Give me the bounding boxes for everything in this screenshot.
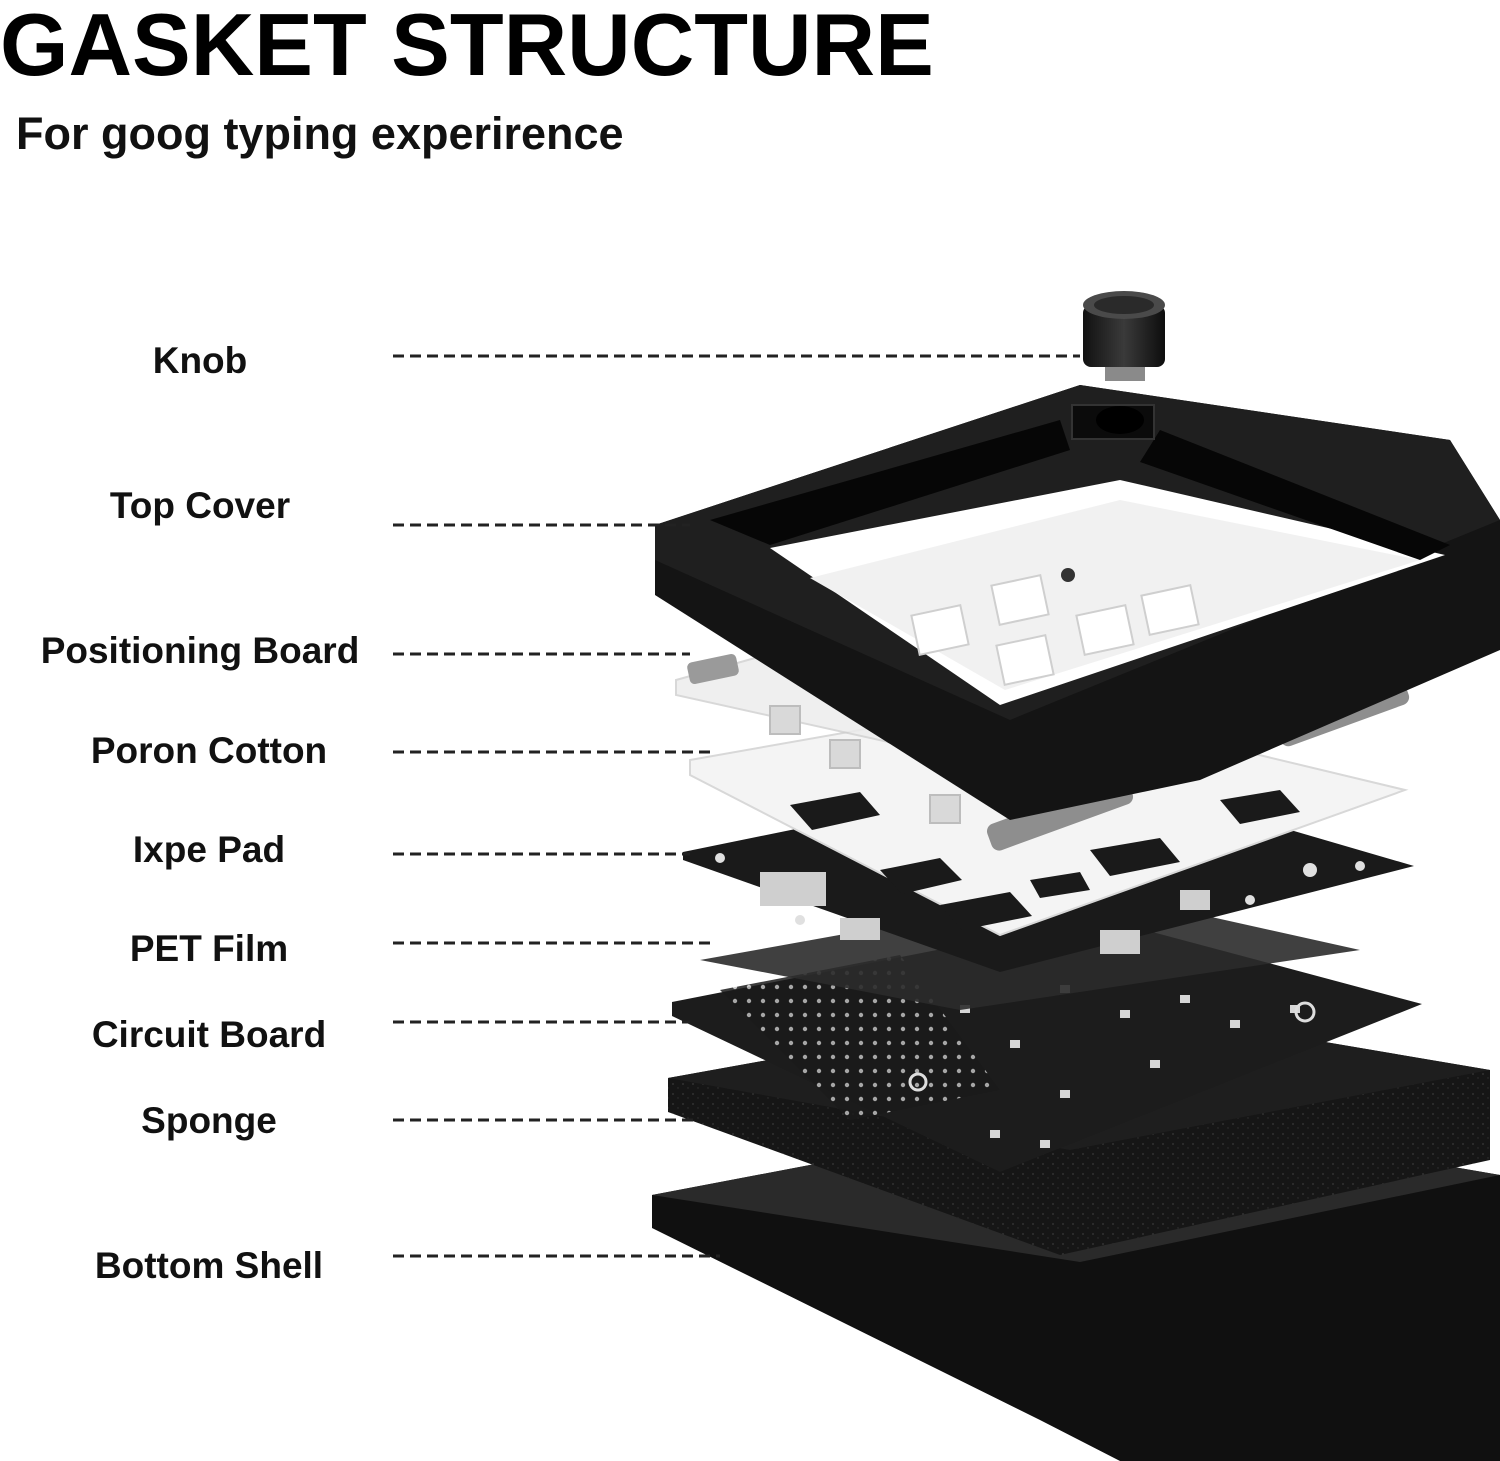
diagram-title: GASKET STRUCTURE bbox=[0, 0, 934, 94]
label-knob: Knob bbox=[152, 340, 248, 381]
diagram-subtitle: For goog typing experirence bbox=[16, 108, 624, 159]
label-bottom-shell: Bottom Shell bbox=[94, 1245, 324, 1286]
top-cover-layer bbox=[655, 385, 1500, 820]
label-positioning-board: Positioning Board bbox=[40, 630, 360, 671]
knob-layer bbox=[1083, 291, 1165, 381]
label-pet-film: PET Film bbox=[129, 928, 289, 969]
label-top-cover: Top Cover bbox=[109, 485, 291, 526]
label-ixpe-pad: Ixpe Pad bbox=[132, 829, 286, 870]
label-circuit-board: Circuit Board bbox=[91, 1014, 327, 1055]
label-sponge: Sponge bbox=[141, 1100, 277, 1141]
label-poron-cotton: Poron Cotton bbox=[90, 730, 328, 771]
